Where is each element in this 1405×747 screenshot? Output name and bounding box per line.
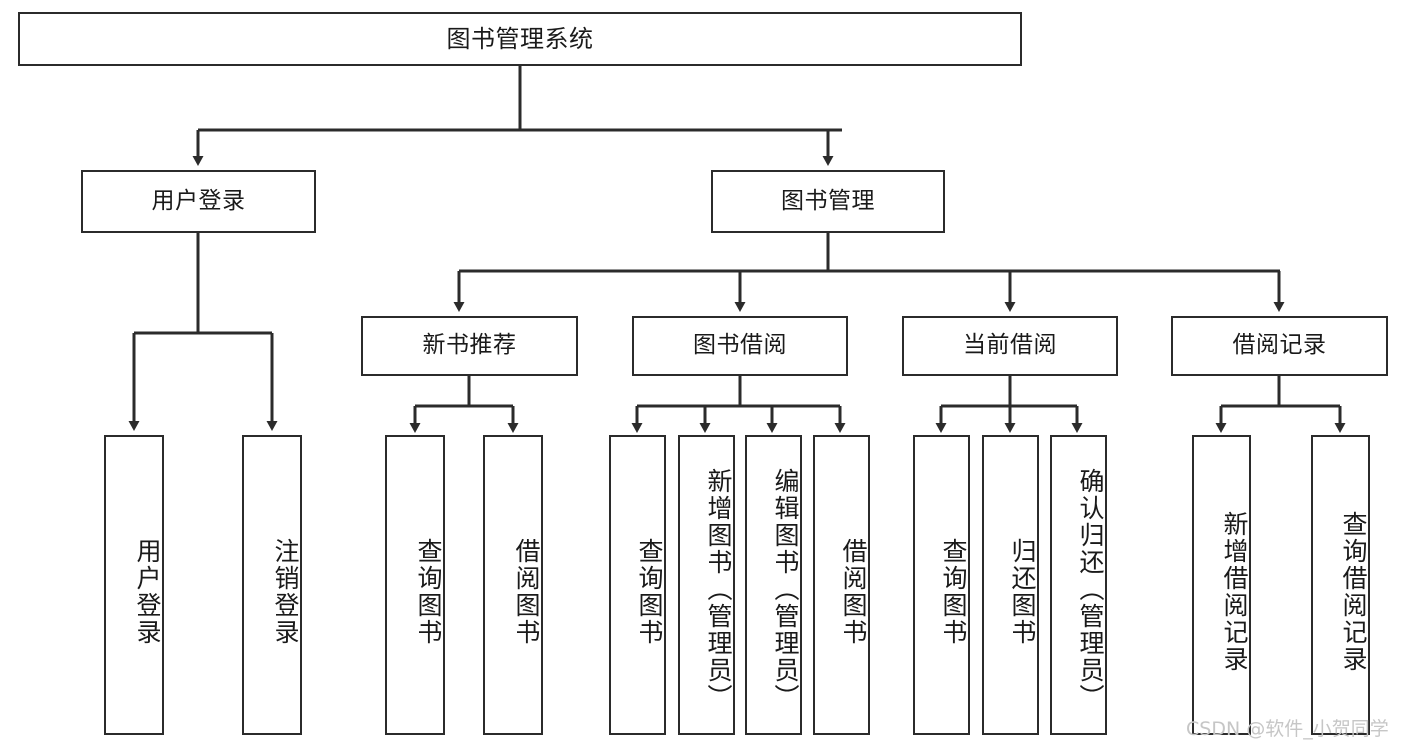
node-label: 查询图书	[635, 538, 664, 646]
node-label: 注销登录	[271, 538, 300, 646]
leaf-return-book[interactable]: 归还图书	[982, 435, 1039, 735]
node-label: 图书管理系统	[446, 24, 594, 53]
node-label: 编辑图书（管理员）	[771, 467, 800, 711]
node-label: 新增借阅记录	[1220, 511, 1249, 673]
csdn-watermark: CSDN @软件_小贺同学	[1186, 718, 1389, 740]
node-label: 用户登录	[151, 187, 246, 214]
node-label: 查询图书	[939, 538, 968, 646]
node-label: 新增图书（管理员）	[704, 467, 733, 711]
node-label: 图书借阅	[693, 332, 787, 359]
leaf-query-borrow-record[interactable]: 查询借阅记录	[1311, 435, 1370, 735]
node-new-book-recommend[interactable]: 新书推荐	[361, 316, 578, 376]
leaf-query-book-borrow[interactable]: 查询图书	[609, 435, 666, 735]
node-root-system[interactable]: 图书管理系统	[18, 12, 1022, 66]
node-book-borrow[interactable]: 图书借阅	[632, 316, 848, 376]
node-label: 查询借阅记录	[1339, 511, 1368, 673]
node-label: 确认归还（管理员）	[1076, 467, 1105, 711]
node-label: 当前借阅	[963, 332, 1057, 359]
leaf-confirm-return-admin[interactable]: 确认归还（管理员）	[1050, 435, 1107, 735]
leaf-borrow-book[interactable]: 借阅图书	[813, 435, 870, 735]
node-label: 借阅图书	[839, 538, 868, 646]
node-label: 归还图书	[1008, 538, 1037, 646]
node-label: 图书管理	[781, 187, 875, 214]
node-label: 借阅记录	[1232, 332, 1327, 359]
leaf-query-book-recommend[interactable]: 查询图书	[385, 435, 445, 735]
leaf-edit-book-admin[interactable]: 编辑图书（管理员）	[745, 435, 802, 735]
node-current-borrow[interactable]: 当前借阅	[902, 316, 1118, 376]
node-label: 用户登录	[133, 538, 162, 646]
node-label: 新书推荐	[422, 332, 517, 359]
node-label: 查询图书	[414, 538, 443, 646]
leaf-user-login[interactable]: 用户登录	[104, 435, 164, 735]
node-book-management[interactable]: 图书管理	[711, 170, 945, 233]
node-label: 借阅图书	[512, 538, 541, 646]
leaf-logout[interactable]: 注销登录	[242, 435, 302, 735]
node-borrow-records[interactable]: 借阅记录	[1171, 316, 1388, 376]
leaf-add-book-admin[interactable]: 新增图书（管理员）	[678, 435, 735, 735]
leaf-borrow-book-recommend[interactable]: 借阅图书	[483, 435, 543, 735]
node-user-login[interactable]: 用户登录	[81, 170, 316, 233]
leaf-add-borrow-record[interactable]: 新增借阅记录	[1192, 435, 1251, 735]
leaf-query-book-current[interactable]: 查询图书	[913, 435, 970, 735]
